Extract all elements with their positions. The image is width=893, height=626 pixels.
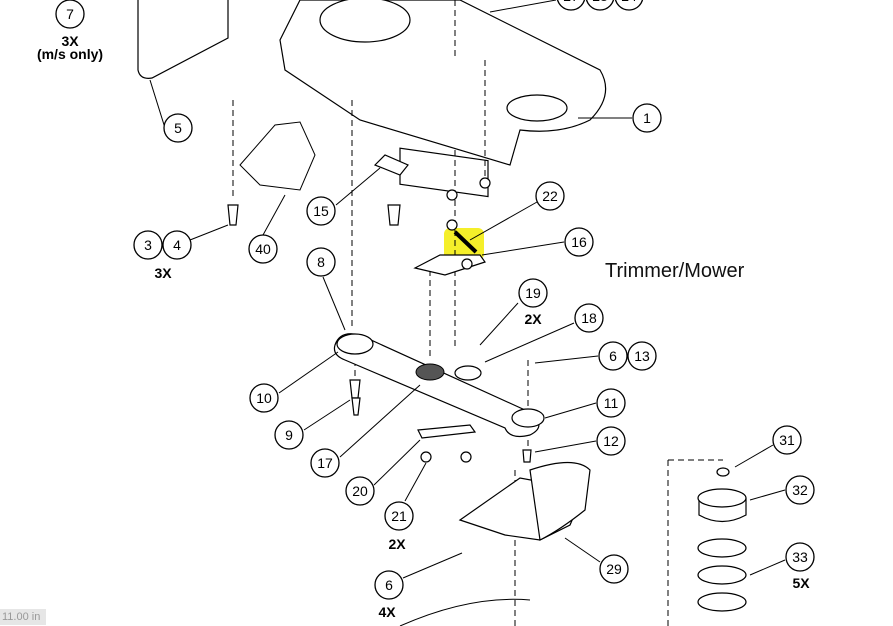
callout-9[interactable]: 9 (274, 420, 304, 450)
callout-40[interactable]: 40 (248, 234, 278, 264)
svg-text:6: 6 (385, 577, 393, 593)
svg-text:15: 15 (313, 203, 329, 219)
callout-6-lower[interactable]: 6 (374, 570, 404, 600)
svg-text:31: 31 (779, 432, 795, 448)
callout-17[interactable]: 17 (310, 448, 340, 478)
svg-text:24: 24 (621, 0, 637, 4)
svg-text:13: 13 (634, 348, 650, 364)
svg-text:8: 8 (317, 254, 325, 270)
svg-text:10: 10 (256, 390, 272, 406)
svg-text:29: 29 (606, 561, 622, 577)
svg-text:28: 28 (592, 0, 608, 4)
qty-33: 5X (792, 575, 810, 591)
qty-7: 3X (61, 33, 79, 49)
callout-24[interactable]: 24 (614, 0, 644, 11)
callout-16[interactable]: 16 (564, 227, 594, 257)
svg-text:11: 11 (604, 395, 619, 411)
svg-text:40: 40 (255, 241, 271, 257)
svg-text:5: 5 (174, 120, 182, 136)
callout-31[interactable]: 31 (772, 425, 802, 455)
svg-text:33: 33 (792, 549, 808, 565)
callout-5[interactable]: 5 (163, 113, 193, 143)
shield-part (137, 0, 229, 79)
callout-20[interactable]: 20 (345, 476, 375, 506)
svg-text:20: 20 (352, 483, 368, 499)
callout-29[interactable]: 29 (599, 554, 629, 584)
callout-11[interactable]: 11 (596, 388, 626, 418)
diagram-title: Trimmer/Mower (605, 260, 745, 282)
note-7: (m/s only) (37, 46, 103, 62)
callout-22[interactable]: 22 (535, 181, 565, 211)
callout-10[interactable]: 10 (249, 383, 279, 413)
svg-text:22: 22 (542, 188, 558, 204)
callout-19[interactable]: 19 (518, 278, 548, 308)
svg-text:16: 16 (571, 234, 587, 250)
qty-4: 3X (154, 265, 172, 281)
svg-text:1: 1 (643, 110, 651, 126)
callout-32[interactable]: 32 (785, 475, 815, 505)
callout-1[interactable]: 1 (632, 103, 662, 133)
svg-text:12: 12 (603, 433, 619, 449)
callout-6[interactable]: 6 (598, 341, 628, 371)
callout-18[interactable]: 18 (574, 303, 604, 333)
svg-text:7: 7 (66, 6, 74, 22)
qty-19: 2X (524, 311, 542, 327)
callout-8[interactable]: 8 (306, 247, 336, 277)
svg-text:6: 6 (609, 348, 617, 364)
svg-text:18: 18 (581, 310, 597, 326)
svg-text:4: 4 (173, 237, 181, 253)
callout-21[interactable]: 21 (384, 501, 414, 531)
callout-7[interactable]: 7 (55, 0, 85, 29)
svg-text:17: 17 (317, 455, 333, 471)
svg-text:21: 21 (391, 508, 407, 524)
svg-text:9: 9 (285, 427, 293, 443)
qty-21: 2X (388, 536, 406, 552)
callout-15[interactable]: 15 (306, 196, 336, 226)
callout-12[interactable]: 12 (596, 426, 626, 456)
svg-text:3: 3 (144, 237, 152, 253)
callout-4[interactable]: 4 (162, 230, 192, 260)
callout-28[interactable]: 28 (585, 0, 615, 11)
callout-27[interactable]: 27 (556, 0, 586, 11)
svg-text:27: 27 (563, 0, 579, 4)
measure-readout: 11.00 in (0, 609, 47, 625)
callout-3[interactable]: 3 (133, 230, 163, 260)
callout-13[interactable]: 13 (627, 341, 657, 371)
svg-text:19: 19 (525, 285, 541, 301)
callout-33[interactable]: 33 (785, 542, 815, 572)
svg-text:32: 32 (792, 482, 808, 498)
qty-6-lower: 4X (378, 604, 396, 620)
